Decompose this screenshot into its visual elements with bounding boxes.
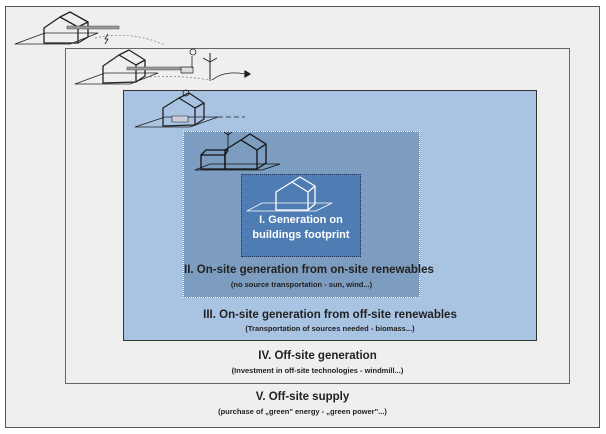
level-5-subtitle: (purchase of „green" energy - „green pow… — [218, 407, 387, 416]
level-3-subtitle: (Transportation of sources needed - biom… — [245, 324, 415, 333]
level-5-title: V. Off-site supply — [255, 391, 350, 403]
level-4-subtitle: (Investment in off-site technologies - w… — [231, 366, 404, 375]
level-2-subtitle: (no source transportation - sun, wind...… — [230, 280, 373, 289]
level-4-title: IV. Off-site generation — [258, 350, 377, 362]
level-1-title-line2: buildings footprint — [252, 229, 350, 241]
level-3-title: III. On-site generation from off-site re… — [203, 309, 457, 321]
level-2-title: II. On-site generation from on-site rene… — [184, 264, 434, 276]
level-1-title: I. Generation on — [259, 214, 343, 226]
level-1-box: I. Generation on buildings footprint — [241, 174, 361, 257]
